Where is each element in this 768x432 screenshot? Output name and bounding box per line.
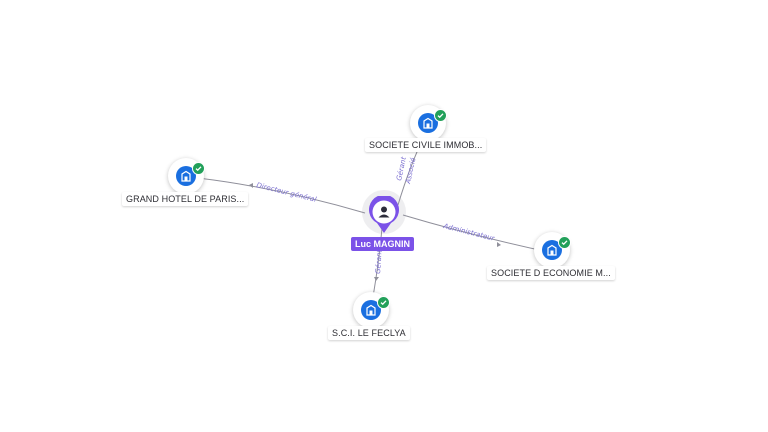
company-label-1[interactable]: SOCIETE CIVILE IMMOB... (365, 138, 487, 152)
company-label-2[interactable]: GRAND HOTEL DE PARIS... (122, 192, 249, 206)
building-icon (361, 300, 381, 320)
company-node-3[interactable] (534, 232, 574, 272)
person-icon (369, 196, 399, 233)
edge-label-directeur: Directeur général (256, 181, 318, 204)
company-node-4[interactable] (353, 292, 393, 332)
company-label-4[interactable]: S.C.I. LE FECLYA (328, 326, 410, 340)
building-icon (176, 166, 196, 186)
check-icon (558, 236, 571, 249)
arrow-company-2 (249, 183, 253, 188)
edge-company-2 (197, 177, 366, 214)
arrow-company-4 (374, 277, 379, 281)
edge-label-gerant-4: Gérant (374, 249, 384, 274)
check-icon (192, 162, 205, 175)
company-node-2[interactable] (168, 158, 208, 198)
building-icon (418, 113, 438, 133)
check-icon (434, 109, 447, 122)
edge-company-3 (402, 214, 549, 253)
company-label-3[interactable]: SOCIETE D ECONOMIE M... (487, 266, 615, 280)
edge-label-administrateur: Administrateur (442, 222, 497, 243)
building-icon (542, 240, 562, 260)
person-label[interactable]: Luc MAGNIN (351, 237, 414, 251)
arrow-company-3 (497, 242, 501, 247)
person-node[interactable] (362, 190, 406, 240)
check-icon (377, 296, 390, 309)
company-node-1[interactable] (410, 105, 450, 145)
